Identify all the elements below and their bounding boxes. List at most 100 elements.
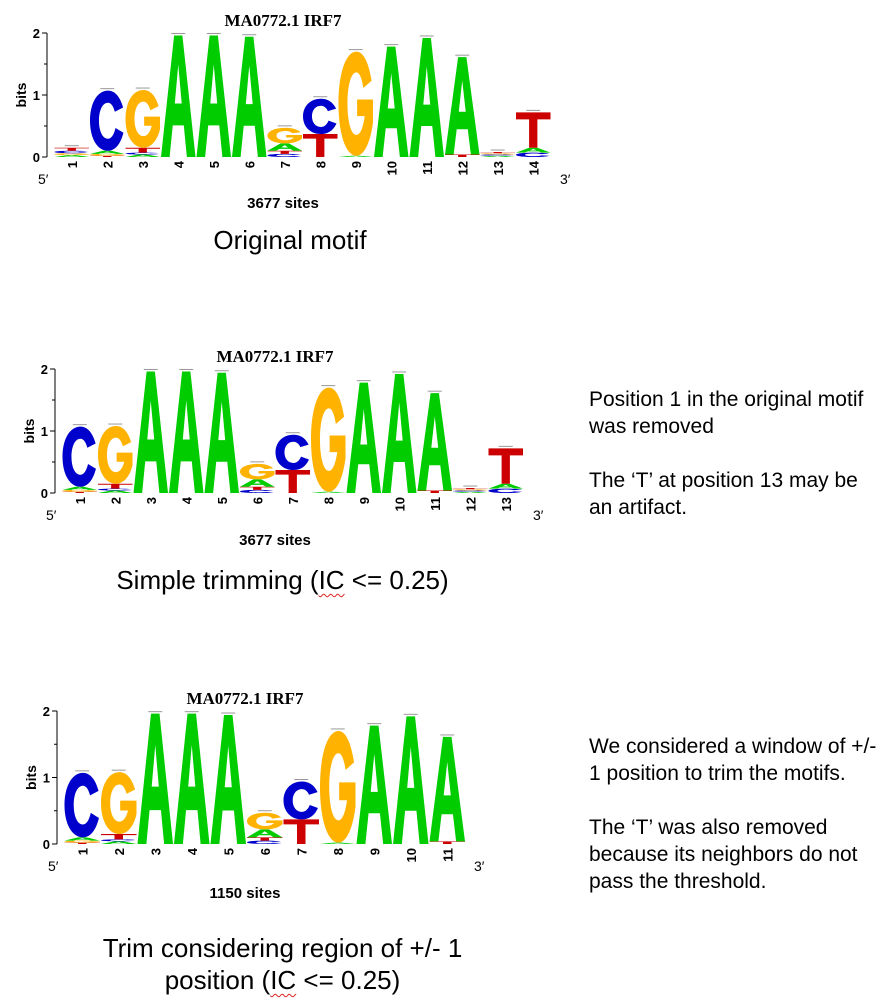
letter-A <box>409 37 444 157</box>
letter-A <box>137 713 173 844</box>
logo-title: MA0772.1 IRF7 <box>224 11 342 30</box>
y-tick-label: 2 <box>33 26 40 41</box>
letter-T <box>429 841 465 844</box>
note-window-1: We considered a window of +/- 1 position… <box>589 735 877 785</box>
letter-C <box>101 839 136 842</box>
logo-column-4 <box>161 32 196 158</box>
logo-column-6 <box>240 461 275 493</box>
x-tick-label: 5 <box>215 497 230 504</box>
letter-A <box>64 837 100 841</box>
letter-T <box>303 134 338 157</box>
letter-T <box>516 112 551 148</box>
three-prime-label: 3′ <box>474 858 485 874</box>
letter-G <box>480 153 515 155</box>
letter-T <box>417 490 452 493</box>
letter-T <box>101 834 137 840</box>
logo-column-12 <box>453 485 488 493</box>
letter-G <box>247 812 283 830</box>
letter-A <box>417 393 452 491</box>
five-prime-label: 5′ <box>48 858 59 874</box>
letter-A <box>90 150 125 154</box>
logo-column-1 <box>54 145 89 157</box>
logo-column-4 <box>169 368 204 493</box>
x-tick-label: 11 <box>440 848 455 862</box>
letter-A <box>196 35 231 158</box>
x-tick-label: 2 <box>108 497 123 504</box>
x-tick-label: 5 <box>221 848 236 855</box>
letter-A <box>338 155 373 157</box>
letter-T <box>267 150 302 154</box>
x-tick-label: 10 <box>384 161 399 175</box>
letter-A <box>240 479 275 487</box>
logo-column-13 <box>480 149 515 157</box>
x-tick-label: 14 <box>526 160 541 175</box>
note-simple-1: Position 1 in the original motif was rem… <box>589 388 864 438</box>
x-tick-label: 7 <box>294 848 309 855</box>
caption-window-line2: position (IC <= 0.25) <box>164 965 401 995</box>
letter-C <box>62 426 96 487</box>
letter-G <box>125 90 160 148</box>
letter-T <box>283 819 319 844</box>
letter-A <box>125 154 160 157</box>
logo-column-4 <box>174 711 210 844</box>
letter-A <box>488 483 523 489</box>
logo-column-5 <box>196 32 231 158</box>
letter-A <box>445 57 480 155</box>
note-window: We considered a window of +/- 1 position… <box>589 733 879 922</box>
letter-C <box>453 490 487 492</box>
x-tick-label: 7 <box>286 497 301 504</box>
y-tick-label: 0 <box>43 837 50 852</box>
caption-simple: Simple trimming (IC <= 0.25) <box>116 565 449 595</box>
letter-T <box>98 483 133 489</box>
letter-A <box>374 46 409 157</box>
x-tick-label: 6 <box>258 848 273 855</box>
letter-G <box>320 730 356 843</box>
x-tick-label: 2 <box>112 848 127 855</box>
logo-column-3 <box>137 711 173 844</box>
letter-A <box>101 841 137 844</box>
letter-T <box>64 842 100 844</box>
letter-G <box>90 153 125 156</box>
sites-count: 3677 sites <box>247 195 319 212</box>
logo-column-1 <box>62 424 97 493</box>
letter-T <box>62 491 97 493</box>
x-tick-label: 3 <box>136 161 151 168</box>
letter-G <box>101 772 137 835</box>
logo-column-7 <box>283 778 319 844</box>
logo-column-5 <box>210 712 246 844</box>
x-tick-label: 8 <box>321 497 336 504</box>
x-tick-label: 11 <box>420 161 435 175</box>
logo-column-10 <box>382 371 417 493</box>
x-tick-label: 5 <box>207 161 222 168</box>
letter-T <box>240 486 275 490</box>
letter-C <box>283 781 318 820</box>
letter-A <box>453 491 488 493</box>
logo-column-11 <box>417 390 452 493</box>
letter-G <box>98 426 133 484</box>
letter-A <box>247 829 283 838</box>
letter-A <box>161 35 196 158</box>
x-tick-label: 8 <box>331 848 346 855</box>
five-prime-label: 5′ <box>38 171 49 187</box>
letter-C <box>98 488 132 491</box>
x-tick-label: 8 <box>313 161 328 168</box>
logo-column-2 <box>90 88 125 157</box>
logo-column-2 <box>101 769 137 844</box>
letter-A <box>382 373 417 493</box>
letter-A <box>232 36 267 157</box>
x-tick-label: 13 <box>491 161 506 175</box>
x-tick-label: 2 <box>100 161 115 168</box>
letter-T <box>480 152 515 154</box>
letter-G <box>64 840 100 843</box>
logo-column-12 <box>445 54 480 157</box>
letter-T <box>453 488 488 490</box>
y-tick-label: 0 <box>41 486 48 501</box>
logo-column-8 <box>303 96 338 157</box>
logo-column-2 <box>98 423 133 493</box>
letter-A <box>98 490 133 493</box>
letter-C <box>90 90 124 151</box>
y-axis-label: bits <box>23 765 39 790</box>
